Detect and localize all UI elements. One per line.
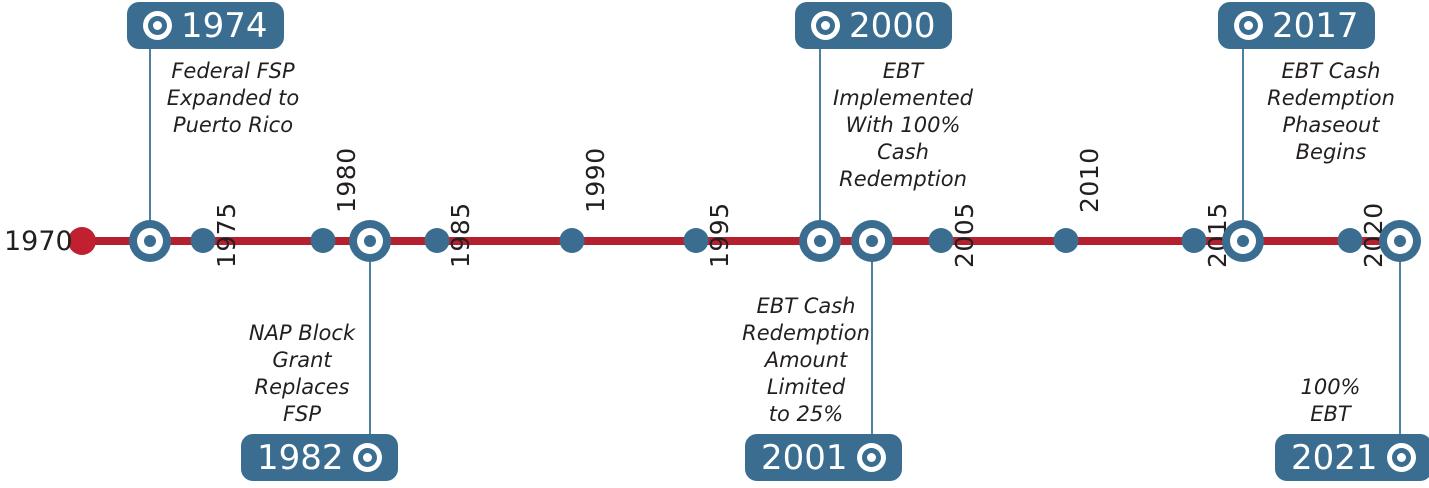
tick-label-1995: 1995 xyxy=(705,202,734,268)
event-marker-1974[interactable] xyxy=(129,220,171,262)
event-marker-2017[interactable] xyxy=(1222,220,1264,262)
tick-dot-1995 xyxy=(683,228,709,253)
tick-dot-1975 xyxy=(190,228,216,253)
target-icon xyxy=(856,443,886,472)
target-icon xyxy=(811,11,840,40)
event-year-2000: 2000 xyxy=(849,5,936,46)
target-icon xyxy=(1386,443,1416,472)
event-caption-2021: 100% EBT xyxy=(1300,375,1361,426)
event-marker-2021[interactable] xyxy=(1379,220,1421,262)
tick-dot-2020 xyxy=(1337,228,1363,253)
tick-label-1975: 1975 xyxy=(212,202,241,268)
tick-dot-2005 xyxy=(928,228,954,253)
stem-2001 xyxy=(871,258,873,438)
event-marker-2000[interactable] xyxy=(799,220,841,262)
tick-dot-1990 xyxy=(559,228,585,253)
tick-label-2010: 2010 xyxy=(1075,147,1104,213)
event-caption-1982: NAP Block Grant Replaces FSP xyxy=(248,321,356,426)
stem-1974 xyxy=(149,48,151,223)
event-marker-2001[interactable] xyxy=(851,220,893,262)
tick-label-2005: 2005 xyxy=(950,202,979,268)
event-caption-2001: EBT Cash Redemption Amount Limited to 25… xyxy=(742,294,870,426)
stem-2021 xyxy=(1399,258,1401,438)
event-caption-2017: EBT Cash Redemption Phaseout Begins xyxy=(1267,59,1395,164)
event-pill-2021[interactable]: 2021 xyxy=(1275,434,1429,481)
timeline-axis xyxy=(78,237,1408,245)
event-pill-1974[interactable]: 1974 xyxy=(127,2,284,49)
timeline-origin-dot xyxy=(68,227,96,255)
stem-2000 xyxy=(819,48,821,223)
event-caption-2000: EBT Implemented With 100% Cash Redemptio… xyxy=(833,59,973,191)
tick-dot-2010 xyxy=(1053,228,1079,253)
target-icon xyxy=(143,11,172,40)
target-icon xyxy=(1234,11,1263,40)
event-pill-1982[interactable]: 1982 xyxy=(241,434,398,481)
event-year-1974: 1974 xyxy=(181,5,268,46)
event-year-1982: 1982 xyxy=(257,437,344,478)
event-marker-1982[interactable] xyxy=(349,220,391,262)
tick-dot-2015 xyxy=(1181,228,1207,253)
timeline-origin-label: 1970 xyxy=(4,226,73,257)
event-year-2001: 2001 xyxy=(761,437,848,478)
event-caption-1974: Federal FSP Expanded to Puerto Rico xyxy=(166,59,300,137)
stem-1982 xyxy=(369,258,371,438)
tick-label-1990: 1990 xyxy=(581,147,610,213)
event-year-2021: 2021 xyxy=(1291,437,1378,478)
tick-dot-1985 xyxy=(424,228,450,253)
tick-label-1985: 1985 xyxy=(446,202,475,268)
event-pill-2017[interactable]: 2017 xyxy=(1218,2,1375,49)
stem-2017 xyxy=(1242,48,1244,223)
event-year-2017: 2017 xyxy=(1272,5,1359,46)
target-icon xyxy=(352,443,382,472)
tick-dot-1980 xyxy=(310,228,336,253)
event-pill-2000[interactable]: 2000 xyxy=(795,2,952,49)
tick-label-1980: 1980 xyxy=(332,147,361,213)
event-pill-2001[interactable]: 2001 xyxy=(745,434,902,481)
